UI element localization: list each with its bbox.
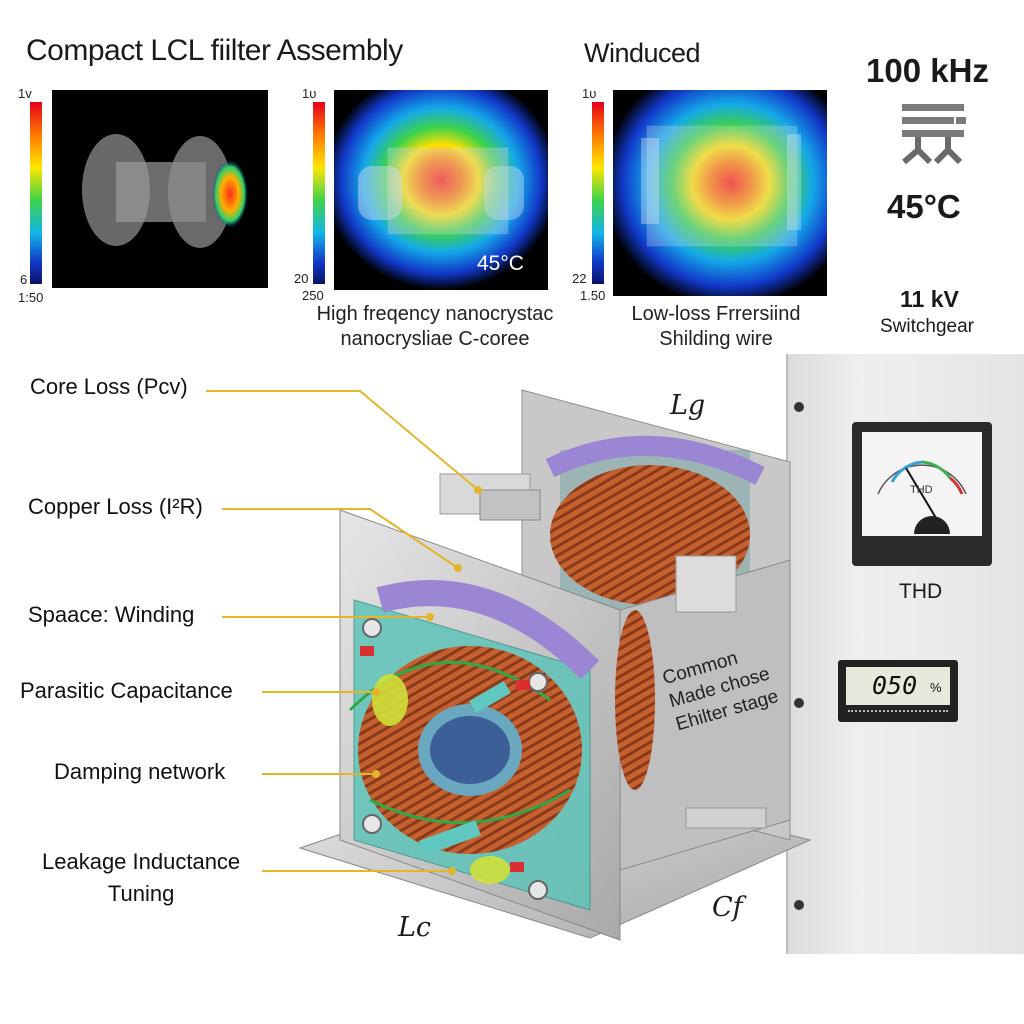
scale-top-2: 1υ <box>302 86 317 101</box>
thermal-image-1 <box>52 90 268 288</box>
scale-bottom-3: 1.50 <box>580 288 606 303</box>
leader-core-loss <box>206 390 479 491</box>
caption-3-line1: Low-loss Frrersiind <box>631 303 801 325</box>
callout-core-loss: Core Loss (Pcv) <box>30 374 188 399</box>
label-lc: Lc <box>398 912 432 943</box>
lcl-filter-illustration <box>298 389 812 941</box>
page-title: Compact LCL fiilter Assembly <box>26 34 403 67</box>
caption-3: Low-loss Frrersiind Shilding wire <box>596 302 836 352</box>
colorbar-1 <box>30 102 42 284</box>
switchgear-voltage: 11 kV <box>900 286 959 312</box>
cabinet-bolt <box>794 698 804 708</box>
callout-damping: Damping network <box>54 759 226 784</box>
scale-mid-1: 6 <box>20 272 28 287</box>
callout-parasitic: Parasitic Capacitance <box>20 678 233 703</box>
scale-top-3: 1υ <box>582 86 597 101</box>
caption-2-line2: nanocrysliae C-coree <box>340 328 530 350</box>
colorbar-3 <box>592 102 604 284</box>
caption-3-line2: Shilding wire <box>659 328 773 350</box>
callout-winding: Spaace: Winding <box>28 602 195 627</box>
meter-label: THD <box>899 580 943 603</box>
scale-mid-2: 20 <box>294 271 309 286</box>
cabinet-bolt <box>794 900 804 910</box>
temperature-label: 45°C <box>887 188 961 225</box>
thermal-image-3 <box>613 90 827 296</box>
callout-copper-loss: Copper Loss (I²R) <box>28 494 203 519</box>
leader-copper-loss <box>222 508 459 569</box>
thermal-image-2: 45°C <box>334 90 548 290</box>
display-value: 050 <box>872 671 918 700</box>
transformer-icon <box>902 104 966 165</box>
label-lg: Lg <box>670 390 706 421</box>
overlay-temp: 45°C <box>477 252 524 275</box>
scale-bottom-2: 250 <box>302 288 324 303</box>
scale-mid-3: 22 <box>572 271 587 286</box>
display-unit: % <box>930 680 942 695</box>
scale-top-1: 1v <box>18 86 32 101</box>
label-cf: Cf <box>712 892 743 923</box>
callout-leakage-line1: Leakage Inductance <box>42 849 241 874</box>
caption-2: High freqency nanocrystac nanocrysliae C… <box>300 302 570 352</box>
switchgear-label: Switchgear <box>880 316 974 337</box>
colorbar-2 <box>313 102 325 284</box>
callout-leakage: Leakage Inductance Tuning <box>42 846 240 910</box>
callout-leakage-line2: Tuning <box>107 881 175 906</box>
cabinet-bolt <box>794 402 804 412</box>
digital-display: 050 % <box>838 660 958 722</box>
panel3-title: Winduced <box>584 38 701 68</box>
meter-inner-label: THD <box>910 484 933 496</box>
thd-meter: THD <box>852 422 992 566</box>
caption-2-line1: High freqency nanocrystac <box>316 303 554 325</box>
frequency-label: 100 kHz <box>866 52 989 89</box>
scale-bottom-1: 1:50 <box>18 290 44 305</box>
